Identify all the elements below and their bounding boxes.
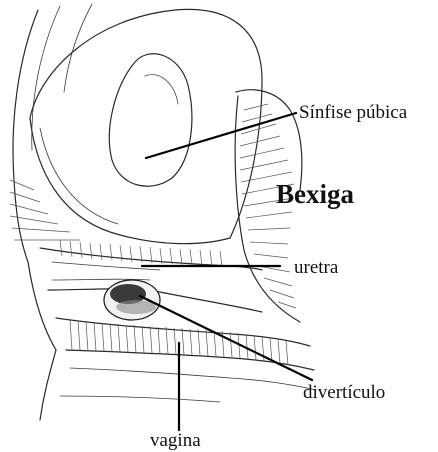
pubic-symphysis-bone [109, 54, 191, 186]
fascia-hatching-left [10, 180, 80, 240]
label-diverticulo: divertículo [303, 382, 385, 403]
label-bexiga: Bexiga [276, 179, 354, 209]
label-sinfise-pubica: Sínfise púbica [299, 102, 408, 123]
outer-tissue-outline [13, 4, 92, 350]
label-uretra: uretra [294, 257, 339, 278]
diverticulum-pouch [104, 280, 160, 320]
leader-diverticulo [140, 296, 312, 380]
bladder-outline [30, 9, 262, 243]
leader-sinfise [146, 113, 296, 158]
label-vagina: vagina [150, 430, 201, 451]
